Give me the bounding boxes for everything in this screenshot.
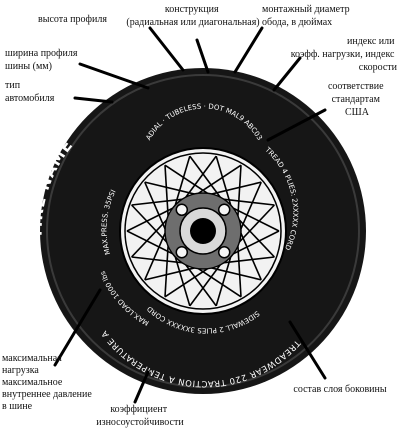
arrow-vehicle-type [73,96,114,104]
callout-labels: высота профиля конструкция (радиальная и… [2,4,398,428]
arrow-max-load [53,288,102,367]
label-line: в шине [2,401,33,412]
lug-nut [217,203,231,217]
wheel-spoke [193,164,242,197]
lug-nut [217,245,231,259]
lug-nut [175,245,189,259]
wheel-spoke [218,197,275,206]
wheel-spoke [126,205,178,232]
wheel-spoke [235,215,275,258]
wheel-spoke [144,181,168,234]
label-line: коэфф. нагрузки, индекс [291,49,395,60]
arrow-wear [133,370,150,404]
wheel-spoke [164,164,213,197]
wheel-center-hole [190,218,216,244]
wheel-spoke [235,204,275,247]
wheel-spokes [126,155,280,307]
wheel-spoke [173,155,191,211]
wheel-spoke [164,265,213,298]
wheel-spoke [228,230,280,257]
label-line: США [345,107,370,118]
label-line: тип [5,80,21,91]
wheel-spoke [131,197,188,206]
arrow-us-standards [266,108,327,142]
label-line: индекс или [347,36,395,47]
label-line: монтажный диаметр [262,4,350,15]
wheel-spoke [218,256,275,265]
wheel-spoke [206,266,262,281]
wheel-spoke [189,260,224,307]
label-line: нагрузка [2,365,39,376]
wheel-spoke [238,181,262,234]
wheel-spoke [131,215,171,258]
arrow-load-speed [272,56,302,92]
wheel-spoke [144,266,200,281]
label-line: стандартам [332,94,381,105]
label-line: конструкция [165,4,219,15]
label-wear-coef: коэффициент износоустойчивости [96,404,184,428]
label-line: коэффициент [110,404,167,415]
wheel-spoke [215,155,233,211]
arrow-sidewall-layers [288,320,327,380]
label-load-speed-index: индекс или коэфф. нагрузки, индекс скоро… [291,36,398,73]
label-line: максимальная [2,353,62,364]
wheel-spoke [236,165,242,222]
wheel-spoke [144,228,168,281]
wheel-spoke [182,260,217,307]
wheel-spoke [215,251,233,307]
wheel-spoke [193,265,242,298]
label-us-standards: соответствие стандартам США [328,81,386,118]
wheel-spoke [228,205,280,232]
wheel-spoke [173,251,191,307]
wheel-spoke [164,240,170,297]
label-line: соответствие [328,81,384,92]
wheel-spoke [164,165,170,222]
label-line: состав слоя боковины [293,384,386,395]
label-sidewall-layers: состав слоя боковины [293,384,386,395]
wheel-spoke [131,204,171,247]
label-line: автомобиля [5,93,55,104]
wheel-spoke [144,181,200,196]
arrow-rim-diameter [233,26,264,74]
label-rim-diameter: монтажный диаметр обода, в дюймах [262,4,352,28]
arrow-construction [195,38,210,74]
tire-tread-edge [46,74,360,388]
wheel-spoke [189,155,224,202]
wheel-rim-inner [124,152,282,310]
label-max-load-pressure: максимальная нагрузка максимальное внутр… [2,353,94,412]
label-line: максимальное [2,377,63,388]
arrow-profile-width [78,62,150,90]
label-line: ширина профиля [5,48,78,59]
label-profile-width: ширина профиля шины (мм) [5,48,80,72]
leader-arrows [53,26,327,404]
label-line: скорости [359,62,398,73]
label-line: шины (мм) [5,61,52,72]
label-profile-height: высота профиля [38,14,107,25]
lug-nuts [175,203,231,259]
wheel-spoke [182,155,217,202]
wheel-spoke [126,230,178,257]
wheel-spoke [206,181,262,196]
lug-nut [175,203,189,217]
wheel-spoke [238,228,262,281]
wheel-spoke [131,256,188,265]
label-line: обода, в дюймах [262,17,332,28]
arrow-profile-height [148,26,185,72]
wheel-spoke [236,240,242,297]
label-construction: конструкция (радиальная или диагональная… [126,4,259,28]
label-vehicle-type: тип автомобиля [5,80,55,104]
label-line: внутреннее давление [2,389,92,400]
label-line: (радиальная или диагональная) [126,17,259,28]
label-line: износоустойчивости [96,417,184,428]
